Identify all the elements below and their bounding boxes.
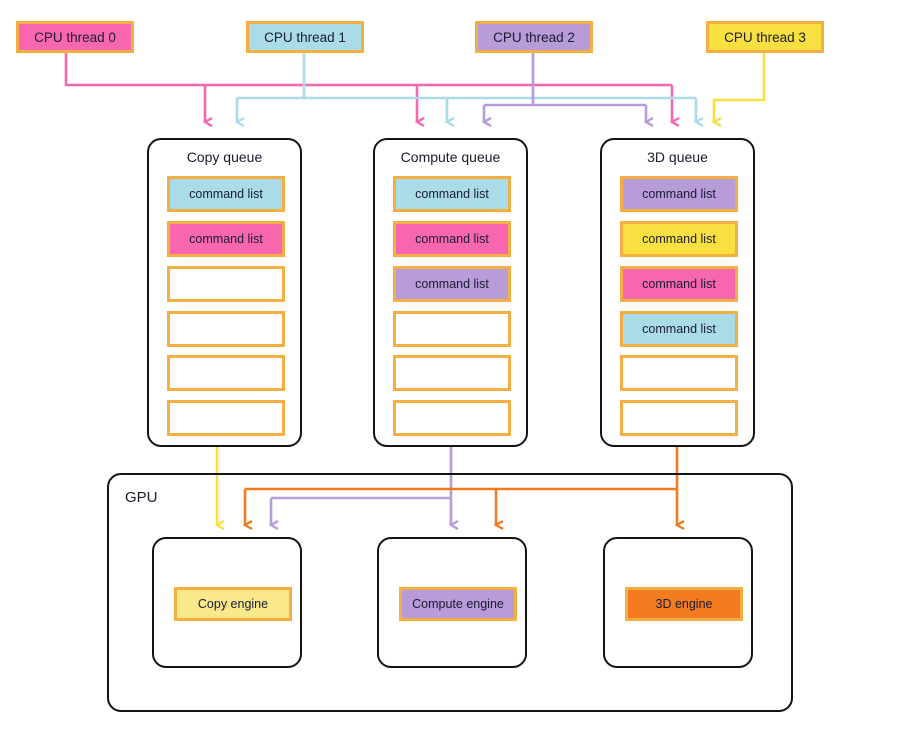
engine-box-copy[interactable]: Copy engine — [152, 537, 302, 668]
queue-compute[interactable]: Compute queue command list command list … — [373, 138, 528, 447]
queue-3d-slot-1[interactable]: command list — [620, 221, 738, 257]
engine-chip-compute[interactable]: Compute engine — [399, 587, 517, 621]
queue-copy-slot-0[interactable]: command list — [167, 176, 285, 212]
queue-3d-slot-4[interactable] — [620, 355, 738, 391]
command-list-label: command list — [189, 232, 263, 246]
gpu-container[interactable]: GPU Copy engine Compute engine 3D engine — [107, 473, 793, 712]
queue-copy-title: Copy queue — [186, 149, 263, 165]
cpu-thread-0[interactable]: CPU thread 0 — [16, 21, 134, 53]
queue-copy-slot-2[interactable] — [167, 266, 285, 302]
command-list-label: command list — [642, 322, 716, 336]
engine-compute-label: Compute engine — [412, 597, 504, 611]
link-thread3-3d — [714, 53, 766, 122]
cpu-thread-0-label: CPU thread 0 — [34, 29, 116, 45]
command-list-label: command list — [642, 277, 716, 291]
command-list-label: command list — [415, 277, 489, 291]
engine-3d-label: 3D engine — [655, 597, 713, 611]
link-thread1-bus — [237, 53, 306, 100]
queue-copy-slot-5[interactable] — [167, 400, 285, 436]
queue-3d-slot-5[interactable] — [620, 400, 738, 436]
gpu-label: GPU — [125, 489, 158, 506]
queue-compute-slot-5[interactable] — [393, 400, 511, 436]
cpu-thread-2[interactable]: CPU thread 2 — [475, 21, 593, 53]
queue-compute-slot-1[interactable]: command list — [393, 221, 511, 257]
command-list-label: command list — [415, 232, 489, 246]
command-list-label: command list — [189, 187, 263, 201]
cpu-thread-3[interactable]: CPU thread 3 — [706, 21, 824, 53]
engine-box-3d[interactable]: 3D engine — [603, 537, 753, 668]
engine-chip-copy[interactable]: Copy engine — [174, 587, 292, 621]
command-list-label: command list — [415, 187, 489, 201]
queue-3d-slot-0[interactable]: command list — [620, 176, 738, 212]
queue-compute-slot-2[interactable]: command list — [393, 266, 511, 302]
engine-chip-3d[interactable]: 3D engine — [625, 587, 743, 621]
command-list-label: command list — [642, 232, 716, 246]
queue-compute-slot-4[interactable] — [393, 355, 511, 391]
queue-compute-slot-0[interactable]: command list — [393, 176, 511, 212]
queue-compute-title: Compute queue — [400, 149, 501, 165]
link-thread0-bus — [64, 53, 672, 87]
queue-copy-slot-3[interactable] — [167, 311, 285, 347]
queue-3d[interactable]: 3D queue command list command list comma… — [600, 138, 755, 447]
cpu-thread-1[interactable]: CPU thread 1 — [246, 21, 364, 53]
queue-copy-slot-4[interactable] — [167, 355, 285, 391]
queue-copy-slot-1[interactable]: command list — [167, 221, 285, 257]
cpu-thread-2-label: CPU thread 2 — [493, 29, 575, 45]
engine-copy-label: Copy engine — [197, 597, 269, 611]
command-list-label: command list — [642, 187, 716, 201]
queue-compute-slot-3[interactable] — [393, 311, 511, 347]
cpu-thread-3-label: CPU thread 3 — [724, 29, 806, 45]
queue-3d-title: 3D queue — [647, 149, 708, 165]
queue-copy[interactable]: Copy queue command list command list — [147, 138, 302, 447]
cpu-thread-1-label: CPU thread 1 — [264, 29, 346, 45]
queue-3d-slot-3[interactable]: command list — [620, 311, 738, 347]
queue-3d-slot-2[interactable]: command list — [620, 266, 738, 302]
engine-box-compute[interactable]: Compute engine — [377, 537, 527, 668]
